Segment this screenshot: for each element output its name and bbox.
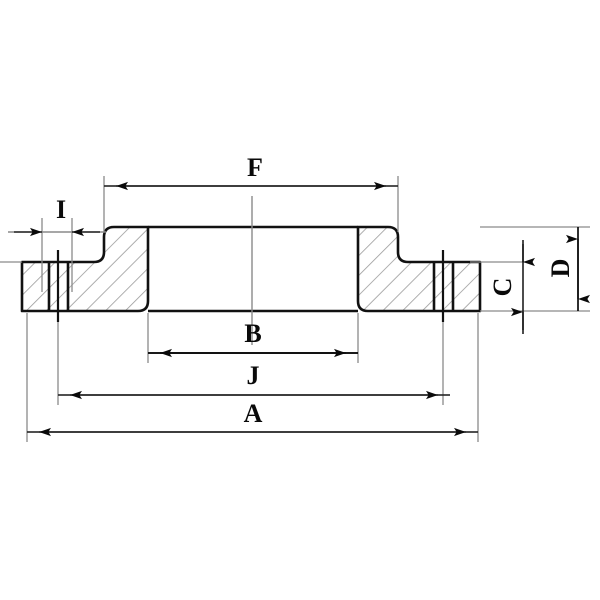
dim-label-A: A bbox=[244, 399, 263, 428]
dimension-A: A bbox=[27, 399, 478, 437]
dim-label-D: D bbox=[546, 259, 575, 278]
dim-label-I: I bbox=[56, 195, 66, 224]
dimension-B: B bbox=[148, 319, 358, 358]
left-body-outline bbox=[20, 225, 150, 313]
dim-label-F: F bbox=[247, 153, 263, 182]
bolt-hole-lines bbox=[47, 262, 455, 311]
dimension-F: F bbox=[104, 153, 398, 191]
dimension-C: C bbox=[488, 240, 535, 334]
bore-opening bbox=[148, 225, 358, 313]
dimension-J: J bbox=[58, 361, 450, 400]
flange-solid-left bbox=[20, 225, 150, 313]
flange-solid-right bbox=[356, 225, 482, 313]
bolt-hole-centre-marks bbox=[56, 250, 445, 322]
dimension-D: D bbox=[546, 227, 590, 311]
dim-label-C: C bbox=[488, 278, 517, 297]
dimension-I: I bbox=[8, 195, 106, 237]
dim-label-B: B bbox=[244, 319, 261, 348]
right-body-outline bbox=[356, 225, 482, 313]
dim-label-J: J bbox=[247, 361, 260, 390]
